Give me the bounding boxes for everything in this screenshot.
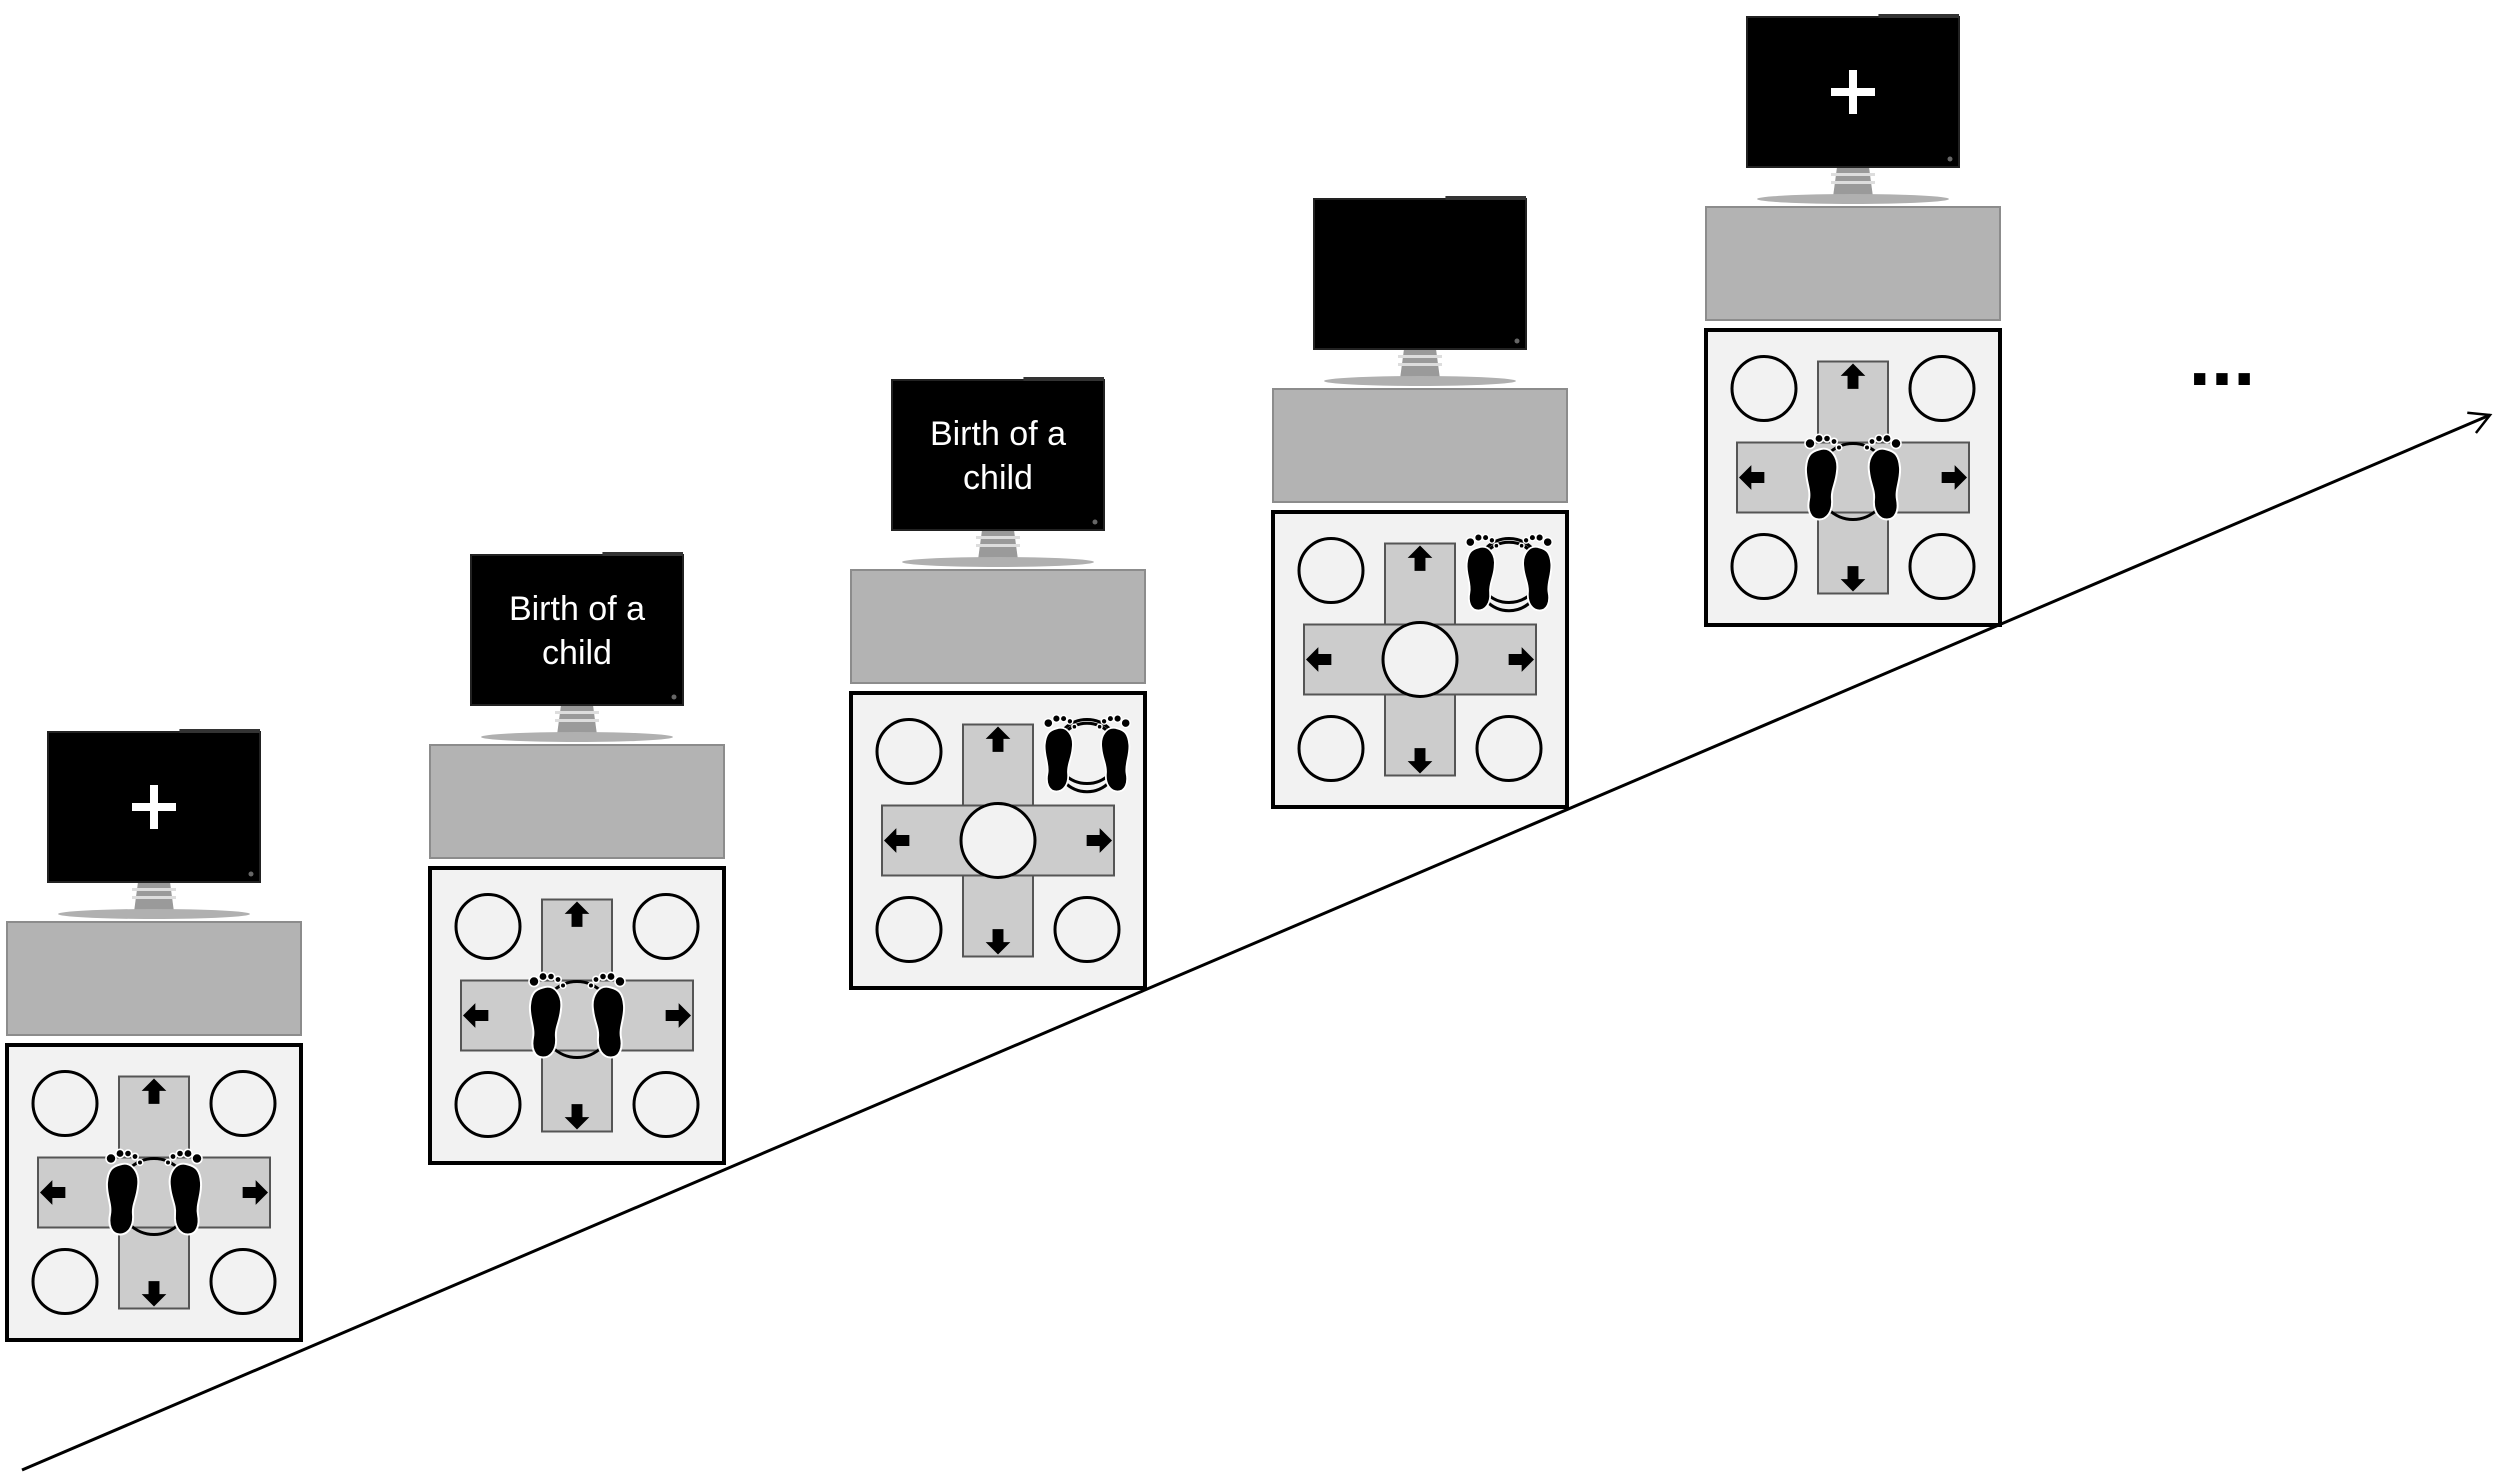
monitor-screen: [891, 379, 1105, 531]
feet-icon: [1465, 533, 1553, 613]
corner-target-circle: [454, 893, 522, 960]
shelf: [429, 744, 725, 859]
stepping-platform: [849, 691, 1147, 990]
corner-target-circle: [1297, 715, 1365, 782]
arrow-down-icon: [985, 929, 1011, 955]
corner-target-circle: [632, 1071, 700, 1138]
arrow-up-icon: [141, 1078, 167, 1104]
arrow-down-icon: [1840, 566, 1866, 592]
stepping-platform: [428, 866, 726, 1165]
arrow-right-icon: [1086, 828, 1112, 853]
monitor: Birth of a child: [470, 552, 684, 742]
step-1: [5, 729, 303, 1342]
stimulus-word: child: [542, 634, 612, 672]
monitor-screen: [1313, 198, 1527, 350]
arrow-down-icon: [141, 1281, 167, 1307]
corner-target-circle: [1475, 715, 1543, 782]
arrow-up-icon: [564, 901, 590, 927]
feet-icon: [1043, 714, 1131, 794]
arrow-right-icon: [1941, 465, 1967, 490]
corner-target-circle: [875, 896, 943, 963]
shelf: [6, 921, 302, 1036]
corner-target-circle: [1908, 533, 1976, 600]
corner-target-circle: [209, 1070, 277, 1137]
step-5: [1704, 14, 2002, 627]
arrow-up-icon: [1840, 363, 1866, 389]
stimulus-word: child: [963, 459, 1033, 497]
arrow-left-icon: [1306, 647, 1332, 672]
corner-target-circle: [632, 893, 700, 960]
corner-target-circle: [1297, 537, 1365, 604]
monitor: [1313, 196, 1527, 386]
arrow-down-icon: [1407, 748, 1433, 774]
time-axis-arrow: [21, 411, 2493, 1472]
stimulus-word: Birth of a: [509, 590, 645, 628]
shelf: [1705, 206, 2001, 321]
corner-target-circle: [1730, 355, 1798, 422]
stimulus-word: Birth of a: [930, 415, 1066, 453]
step-2: Birth of a child: [428, 552, 726, 1165]
feet-icon: [1804, 433, 1902, 521]
arrow-left-icon: [40, 1180, 66, 1205]
shelf: [1272, 388, 1568, 503]
corner-target-circle: [31, 1248, 99, 1315]
arrow-left-icon: [463, 1003, 489, 1028]
corner-target-circle: [31, 1070, 99, 1137]
shelf: [850, 569, 1146, 684]
monitor: Birth of a child: [891, 377, 1105, 567]
center-target-circle: [1381, 621, 1459, 698]
arrow-down-icon: [564, 1104, 590, 1130]
monitor-screen: [470, 554, 684, 706]
step-3: Birth of a child: [849, 377, 1147, 990]
continuation-ellipsis: ...: [2189, 313, 2256, 402]
center-target-circle: [959, 802, 1037, 879]
step-4: [1271, 196, 1569, 809]
stepping-platform: [1704, 328, 2002, 627]
arrow-right-icon: [665, 1003, 691, 1028]
feet-icon: [105, 1148, 203, 1236]
corner-target-circle: [454, 1071, 522, 1138]
arrow-up-icon: [985, 726, 1011, 752]
arrow-right-icon: [1508, 647, 1534, 672]
feet-icon: [528, 971, 626, 1059]
arrow-left-icon: [1739, 465, 1765, 490]
arrow-left-icon: [884, 828, 910, 853]
monitor: [1746, 14, 1960, 204]
stepping-platform: [5, 1043, 303, 1342]
corner-target-circle: [875, 718, 943, 785]
corner-target-circle: [1053, 896, 1121, 963]
arrow-up-icon: [1407, 545, 1433, 571]
monitor: [47, 729, 261, 919]
corner-target-circle: [1730, 533, 1798, 600]
arrow-right-icon: [242, 1180, 268, 1205]
corner-target-circle: [209, 1248, 277, 1315]
stepping-platform: [1271, 510, 1569, 809]
corner-target-circle: [1908, 355, 1976, 422]
